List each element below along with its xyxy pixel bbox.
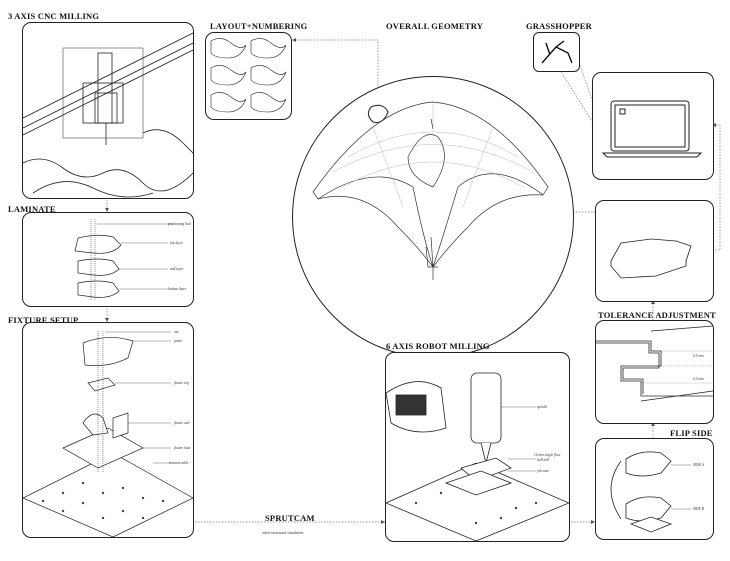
fixture-label: fixture base [174, 446, 191, 450]
tolerance-label: 0.5 mm [693, 377, 704, 381]
robot-milling-illustration [386, 372, 569, 541]
fixture-exploded-illustration [23, 331, 193, 537]
grasshopper-panel [533, 32, 580, 72]
fixture-label: fixture side [174, 421, 190, 425]
flip-title: FLIP SIDE [670, 428, 713, 438]
flip-panel: SIDE A SIDE B [595, 438, 714, 540]
robot-label: 16 mm single flute [534, 453, 561, 457]
flip-label: SIDE A [693, 463, 704, 467]
robot-label: ball mill [537, 458, 550, 462]
laminate-label: bottom layer [168, 287, 187, 291]
cnc-panel [22, 22, 194, 199]
robot-title: 6 AXIS ROBOT MILLING [386, 341, 490, 351]
fixture-label: panel [174, 339, 182, 343]
panel-detail [595, 200, 714, 302]
laminate-label: positioning bolt [168, 222, 191, 226]
fixture-label: nut [174, 330, 179, 334]
geometry-title: OVERALL GEOMETRY [386, 21, 484, 31]
flip-label: SIDE B [693, 507, 704, 511]
laptop-icon [601, 100, 703, 158]
tolerance-panel: 0.5 mm 0.5 mm [595, 320, 714, 424]
geometry-circle [292, 76, 574, 358]
cnc-title: 3 AXIS CNC MILLING [8, 11, 100, 21]
layout-title: LAYOUT+NUMBERING [210, 21, 308, 31]
robot-label: job zone [537, 469, 550, 473]
flip-side-illustration [610, 451, 691, 533]
panel-part-illustration [610, 238, 692, 279]
laminate-title: LAMINATE [8, 204, 56, 214]
laptop-panel [592, 72, 714, 180]
tolerance-label: 0.5 mm [693, 354, 704, 358]
layout-panel [205, 32, 292, 120]
sprutcam-title: SPRUTCAM [265, 513, 315, 523]
nested-parts-illustration [210, 38, 287, 113]
sprutcam-subtitle: robot movement simulation [262, 531, 304, 535]
fixture-title: FIXTURE SETUP [8, 315, 79, 325]
shell-geometry-illustration [312, 101, 549, 280]
fixture-label: rotation table [169, 461, 189, 465]
grasshopper-title: GRASSHOPPER [526, 21, 592, 31]
cnc-machine-illustration [23, 32, 193, 198]
laminate-panel: positioning bolt top layer mid layer bot… [22, 212, 194, 307]
laminate-label: top layer [170, 241, 183, 245]
robot-panel: spindle 16 mm single flute ball mill job… [385, 352, 570, 542]
robot-label: spindle [537, 405, 548, 409]
grasshopper-logo-icon [541, 40, 573, 64]
tolerance-joint-illustration [596, 325, 713, 402]
fixture-panel: nut panel fixture top fixture side fixtu… [22, 322, 194, 538]
fixture-label: fixture top [174, 381, 189, 385]
tolerance-title: TOLERANCE ADJUSTMENT [598, 310, 716, 320]
laminate-label: mid layer [170, 267, 184, 271]
laminate-layers-illustration [74, 219, 173, 301]
